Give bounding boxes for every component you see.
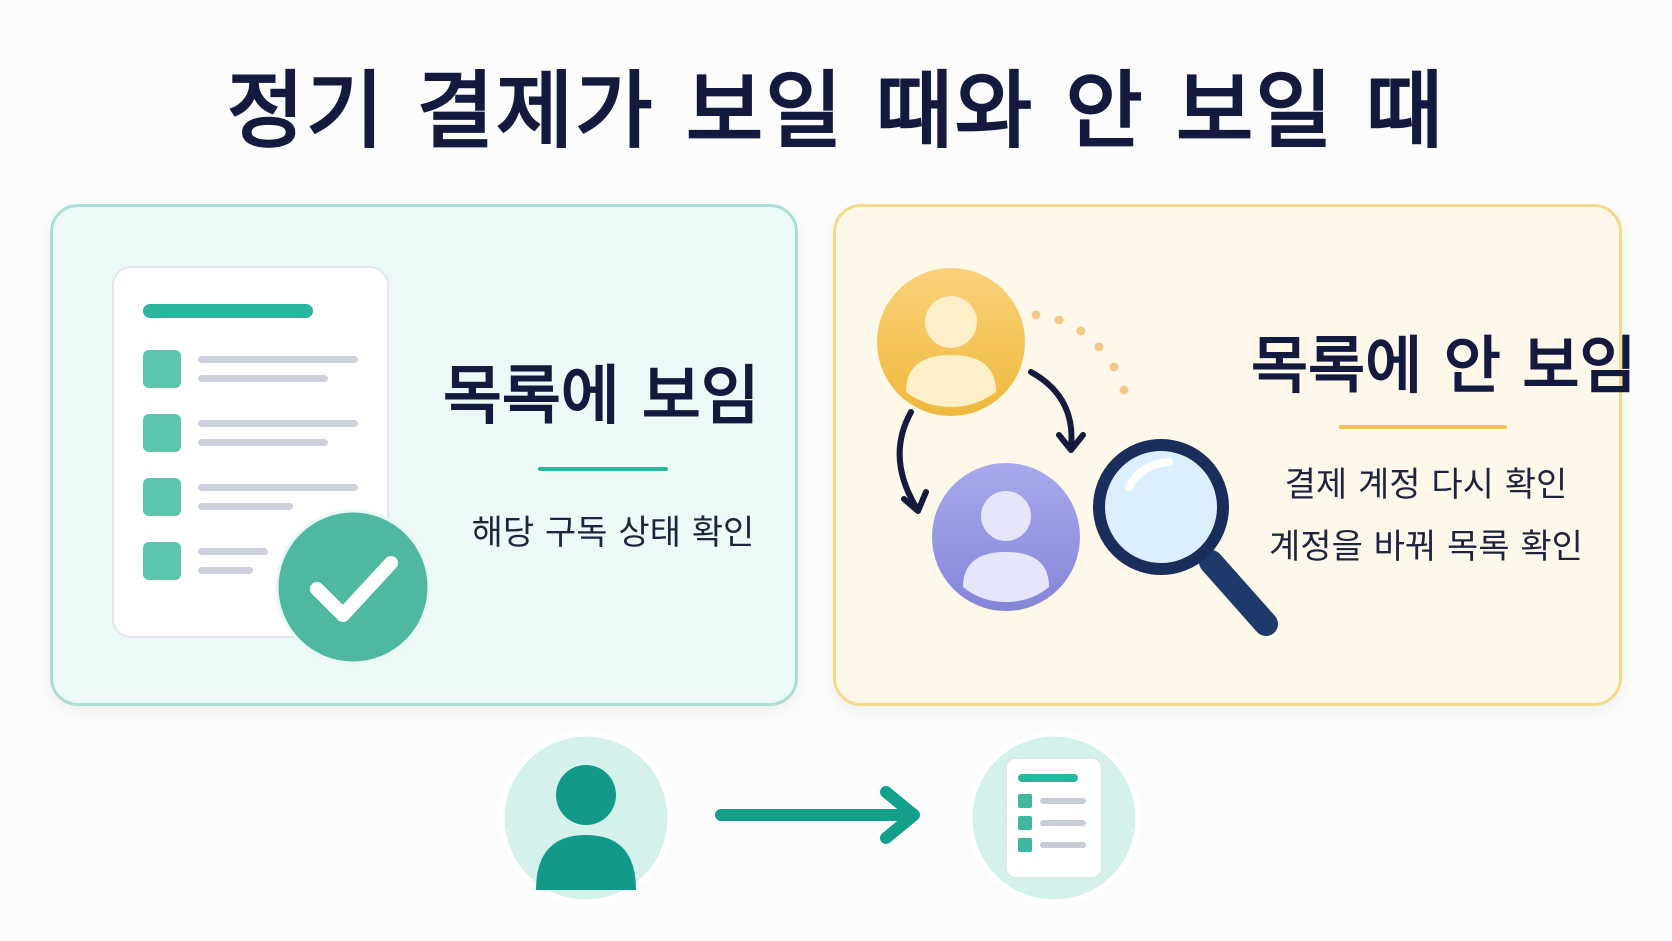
not-visible-heading: 목록에 안 보임 (1251, 329, 1637, 402)
list-icon (967, 731, 1141, 905)
visible-line-1: 해당 구독 상태 확인 (471, 513, 755, 553)
not-visible-divider (1339, 425, 1507, 429)
visible-in-list-panel: 목록에 보임 해당 구독 상태 확인 (50, 204, 798, 706)
user-icon (499, 731, 673, 905)
not-visible-line-1: 결제 계정 다시 확인 (1284, 465, 1568, 505)
page-title: 정기 결제가 보일 때와 안 보일 때 (226, 62, 1446, 160)
document-list-icon (112, 266, 389, 638)
switch-arrows-icon (896, 310, 1129, 514)
arrow-right-icon (715, 786, 920, 844)
not-visible-line-2: 계정을 바꿔 목록 확인 (1269, 527, 1583, 567)
visible-heading: 목록에 보임 (443, 360, 760, 434)
visible-divider (538, 467, 668, 471)
user-avatar-yellow-icon (877, 268, 1025, 416)
user-avatar-purple-icon (932, 463, 1080, 611)
magnifier-icon (1093, 439, 1278, 636)
not-visible-in-list-panel: 목록에 안 보임 결제 계정 다시 확인 계정을 바꿔 목록 확인 (833, 204, 1636, 706)
checkmark-badge-icon (275, 509, 431, 665)
